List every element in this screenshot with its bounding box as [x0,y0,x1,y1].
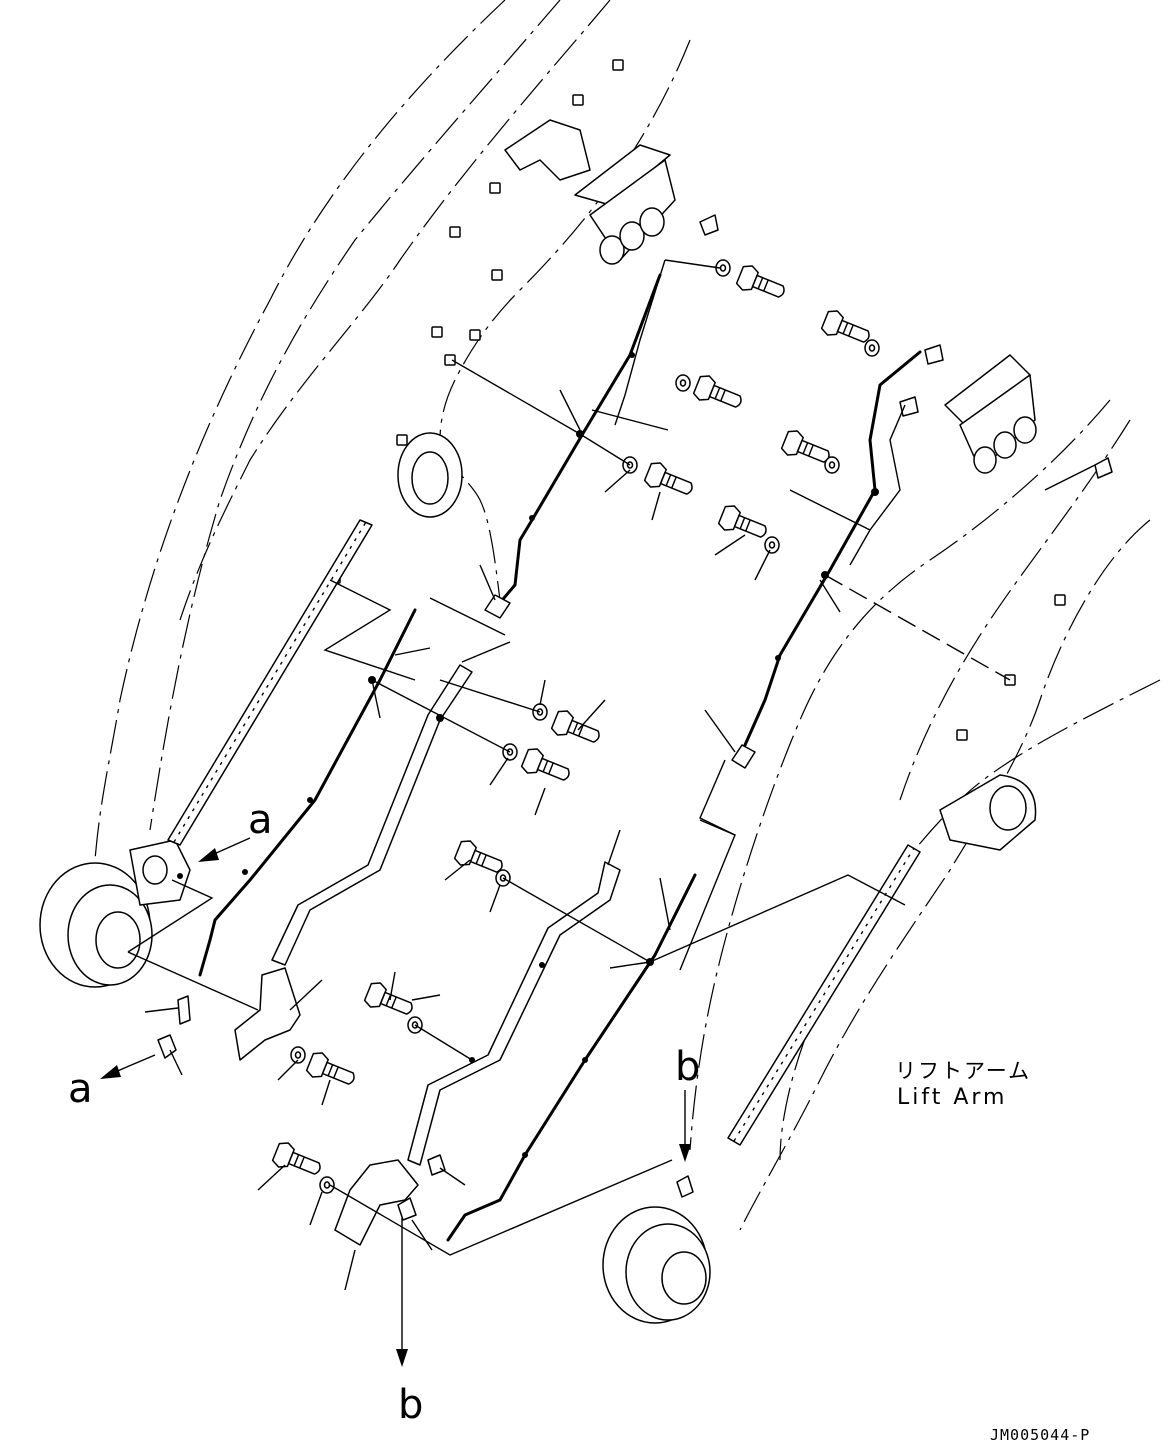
middle-left-tube [198,608,417,977]
part-name-japanese: リフトアーム [895,1059,1031,1083]
right-pivot-boss [602,1206,711,1324]
view-arrow-b-bottom [396,1218,408,1367]
view-label-b-bottom: b [398,1382,423,1428]
lift-arm-left-outline [94,0,691,861]
drawing-code: JM005044-P [990,1426,1090,1444]
view-label-a-top: a [248,797,273,843]
left-clamp-plate [271,664,473,966]
view-arrow-a-top [198,837,251,862]
bolts [270,262,875,1183]
left-bracket [234,967,301,1061]
fittings [157,995,694,1221]
upper-right-tube [731,350,922,769]
center-lines [127,259,1096,1256]
upper-valve-block [504,119,719,265]
right-link-boss [939,774,1037,851]
leader-lines [144,389,871,1291]
view-arrow-b-top [679,1090,691,1162]
right-long-hose [727,844,921,1146]
upper-pivot-boss [397,432,463,518]
view-label-a-bottom: a [68,1066,93,1112]
view-arrow-a-bottom [100,1054,156,1079]
view-label-b-top: b [675,1044,700,1090]
upper-left-tube [484,259,666,619]
right-valve-block [899,344,1113,479]
left-pivot-boss [39,839,191,988]
right-bracket [334,1159,419,1246]
left-long-hose [167,519,373,846]
part-name-english: Lift Arm [897,1085,1008,1110]
right-clamp-plate [407,861,621,1166]
